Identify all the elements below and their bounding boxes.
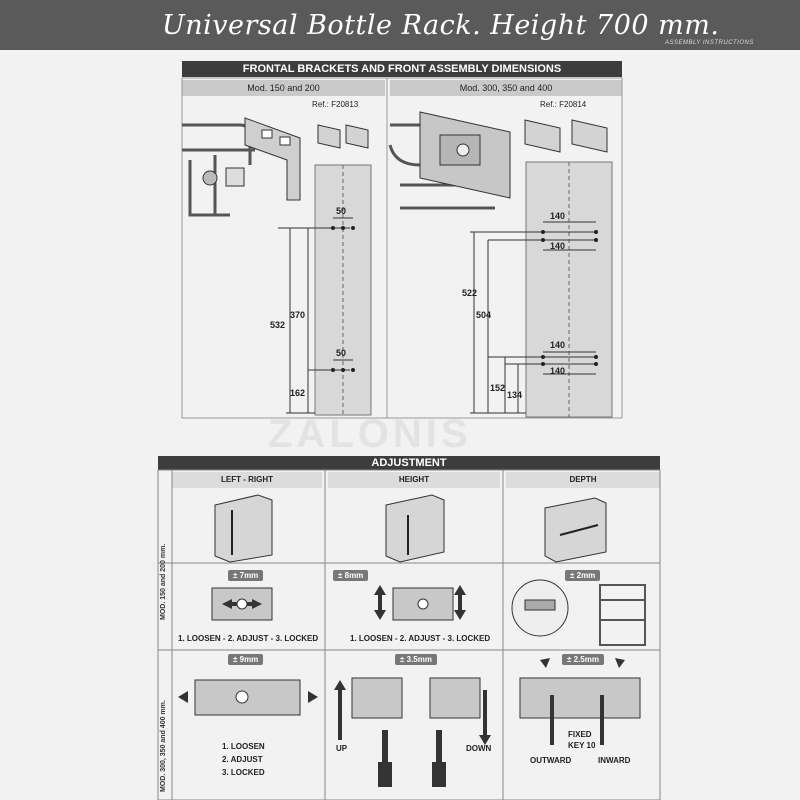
fixed-label: FIXED xyxy=(568,730,592,739)
right-dim-140-b: 140 xyxy=(550,241,566,251)
depth-tag-row2: ± 2.5mm xyxy=(562,654,604,665)
lr-tag-row2: ± 9mm xyxy=(228,654,264,665)
left-model-header: Mod. 150 and 200 xyxy=(182,80,385,96)
col-depth: DEPTH xyxy=(506,472,660,488)
depth-tag-row1: ± 2mm xyxy=(565,570,601,581)
col-left-right: LEFT - RIGHT xyxy=(172,472,322,488)
document-subtitle: ASSEMBLY INSTRUCTIONS xyxy=(665,40,754,46)
watermark-logo: ZALONIS xyxy=(268,412,472,456)
height-caption-row1: 1. LOOSEN - 2. ADJUST - 3. LOCKED xyxy=(350,634,491,643)
right-dim-522: 522 xyxy=(462,288,478,298)
up-label: UP xyxy=(336,744,348,753)
lr-step-1: 1. LOOSEN xyxy=(222,742,265,751)
right-dim-140-c: 140 xyxy=(550,340,566,350)
right-dim-504: 504 xyxy=(476,310,492,320)
col-height: HEIGHT xyxy=(328,472,500,488)
left-dim-532: 532 xyxy=(270,320,286,330)
outward-label: OUTWARD xyxy=(530,756,572,765)
left-dim-50-top: 50 xyxy=(336,206,347,216)
left-ref: Ref.: F20813 xyxy=(312,100,359,109)
height-tag-row2-value: ± 3.5mm xyxy=(395,654,437,665)
key-label: KEY 10 xyxy=(568,741,596,750)
down-label: DOWN xyxy=(466,744,492,753)
right-dim-140-d: 140 xyxy=(550,366,566,376)
height-tag-row1: ± 8mm xyxy=(333,570,369,581)
top-section-heading: FRONTAL BRACKETS AND FRONT ASSEMBLY DIME… xyxy=(182,61,622,77)
left-dim-370: 370 xyxy=(290,310,306,320)
row-label-mod-150-200: MOD. 150 and 200 mm. xyxy=(160,543,167,620)
row-label-mod-300-400: MOD. 300, 350 and 400 mm. xyxy=(160,700,167,792)
right-dim-152: 152 xyxy=(490,383,506,393)
left-dim-50-bottom: 50 xyxy=(336,348,347,358)
right-dim-134: 134 xyxy=(507,390,523,400)
lr-caption-row1: 1. LOOSEN - 2. ADJUST - 3. LOCKED xyxy=(178,634,319,643)
left-dim-162: 162 xyxy=(290,388,306,398)
right-model-header: Mod. 300, 350 and 400 xyxy=(390,80,622,96)
lr-tag-row1: ± 7mm xyxy=(228,570,264,581)
inward-label: INWARD xyxy=(598,756,631,765)
right-ref: Ref.: F20814 xyxy=(540,100,587,109)
lr-step-3: 3. LOCKED xyxy=(222,768,265,777)
right-dim-140-a: 140 xyxy=(550,211,566,221)
lr-step-2: 2. ADJUST xyxy=(222,755,263,764)
adjustment-heading: ADJUSTMENT xyxy=(158,456,660,470)
document-title: Universal Bottle Rack. Height 700 mm. xyxy=(162,10,720,41)
title-bar: Universal Bottle Rack. Height 700 mm. AS… xyxy=(0,0,800,50)
